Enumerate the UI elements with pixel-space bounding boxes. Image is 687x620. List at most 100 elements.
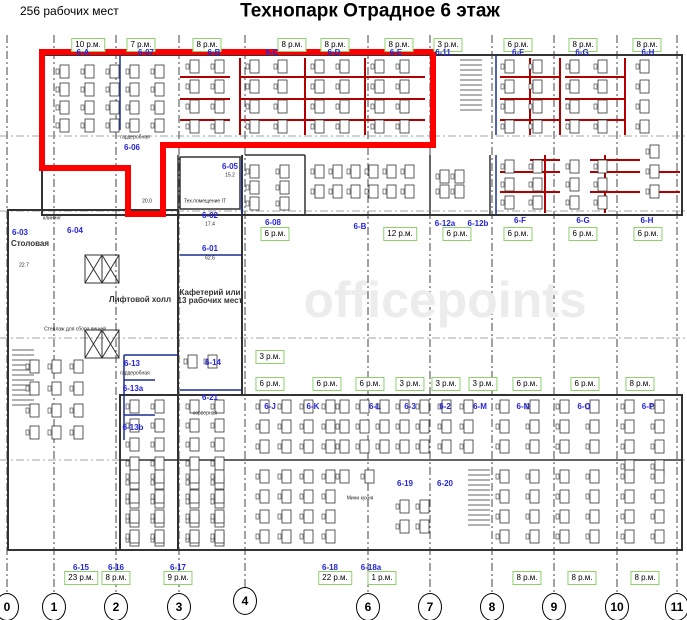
chair (555, 493, 560, 500)
desk (374, 79, 385, 94)
room-label[interactable]: 6-2 (439, 402, 451, 411)
plan-label-r603[interactable]: 6-03 (11, 228, 29, 237)
chair (525, 443, 530, 450)
plan-label-r606[interactable]: 6-06 (123, 143, 141, 152)
plan-label-r601[interactable]: 6-01 (201, 244, 219, 253)
chair (273, 63, 278, 70)
plan-label-r613a[interactable]: 6-13a (122, 384, 144, 393)
room-label-6-07[interactable]: 6-07 (137, 48, 155, 57)
room-label[interactable]: 6-K (306, 402, 320, 411)
room-label[interactable]: 6-15 (72, 563, 90, 572)
highlighted-area-outline (39, 49, 436, 217)
chair (500, 199, 505, 206)
room-label[interactable]: 6-H (640, 216, 654, 225)
room-label[interactable]: 6-18 (321, 563, 339, 572)
chair (495, 493, 500, 500)
seat-count-badge: 8 р.м. (384, 38, 414, 52)
room-label[interactable]: 6-08 (264, 218, 282, 227)
room-label-6-g[interactable]: 6-G (575, 48, 589, 57)
chair (565, 123, 570, 130)
chair (299, 513, 304, 520)
plan-label-r613b[interactable]: 6-13b (122, 423, 144, 432)
desk (129, 64, 140, 79)
seat-count-badge: 6 р.м. (633, 227, 663, 241)
chair (650, 423, 655, 430)
plan-label-r614[interactable]: 6-14 (204, 358, 222, 367)
room-label[interactable]: 6-O (577, 402, 591, 411)
desk (277, 99, 288, 114)
chair (395, 423, 400, 430)
plan-label-r602[interactable]: 6-02 (201, 211, 219, 220)
room-label[interactable]: 6-M (473, 402, 487, 411)
room-label-6-11[interactable]: 6-11 (435, 48, 451, 57)
chair (500, 163, 505, 170)
desk (73, 359, 84, 374)
room-label[interactable]: 6-16 (107, 563, 125, 572)
chair (321, 493, 326, 500)
desk (73, 403, 84, 418)
room-label[interactable]: 6-F (514, 216, 526, 225)
chair (183, 358, 188, 365)
desk (499, 509, 510, 524)
desk (529, 489, 540, 504)
desk (439, 169, 450, 184)
chair (210, 422, 215, 429)
room-label-6-d[interactable]: 6-D (327, 48, 341, 57)
plan-label-r604[interactable]: 6-04 (66, 226, 84, 235)
chair (355, 443, 360, 450)
chair (310, 63, 315, 70)
room-label[interactable]: 6-12b (467, 219, 489, 228)
room-label[interactable]: 6-12a (434, 219, 456, 228)
chair (25, 407, 30, 414)
chair (593, 181, 598, 188)
room-label[interactable]: 6-J (264, 402, 276, 411)
chair (210, 533, 215, 540)
chair (593, 163, 598, 170)
desk (325, 439, 336, 454)
chair (245, 184, 250, 191)
chair (565, 103, 570, 110)
plan-label-r613[interactable]: 6-13 (123, 359, 141, 368)
room-label-6-a[interactable]: 6-A (76, 48, 90, 57)
room-label[interactable]: 6-L (369, 402, 381, 411)
chair (370, 103, 375, 110)
desk (109, 82, 120, 97)
plan-label-cafe: Кафетерий или 13 рабочих мест (177, 288, 243, 305)
room-label[interactable]: 6-3 (404, 402, 416, 411)
chair (620, 513, 625, 520)
room-label-6-b[interactable]: 6-B (207, 48, 221, 57)
chair (150, 513, 155, 520)
chair (650, 403, 655, 410)
desk (325, 529, 336, 544)
room-label-6-c[interactable]: 6-C (265, 48, 279, 57)
room-label[interactable]: 6-17 (169, 563, 187, 572)
plan-label-r621[interactable]: 6-21 (201, 393, 219, 402)
chair (450, 173, 455, 180)
desk (84, 118, 95, 133)
desk (214, 99, 225, 114)
chair (150, 460, 155, 467)
plan-label-r605[interactable]: 6-05 (221, 162, 239, 171)
room-label[interactable]: 6-B (353, 222, 367, 231)
chair (650, 513, 655, 520)
room-label[interactable]: 6-18a (360, 563, 382, 572)
desk (154, 509, 165, 524)
it-room (179, 156, 241, 210)
room-label[interactable]: 6-G (576, 216, 590, 225)
seat-count-badge: 7 р.м. (126, 38, 156, 52)
chair (69, 407, 74, 414)
chair (450, 188, 455, 195)
chair (635, 103, 640, 110)
room-label[interactable]: 6-P (641, 402, 655, 411)
plan-label-r619[interactable]: 6-19 (396, 479, 414, 488)
room-label-6-e[interactable]: 6-E (389, 48, 403, 57)
desk (189, 399, 200, 414)
room-label[interactable]: 6-N (516, 402, 530, 411)
desk (279, 196, 290, 211)
plan-label-r620[interactable]: 6-20 (436, 479, 454, 488)
room-label-6-h[interactable]: 6-H (641, 48, 655, 57)
room-label-6-f[interactable]: 6-F (512, 48, 524, 57)
chair (80, 68, 85, 75)
desk (73, 381, 84, 396)
chair (437, 423, 442, 430)
